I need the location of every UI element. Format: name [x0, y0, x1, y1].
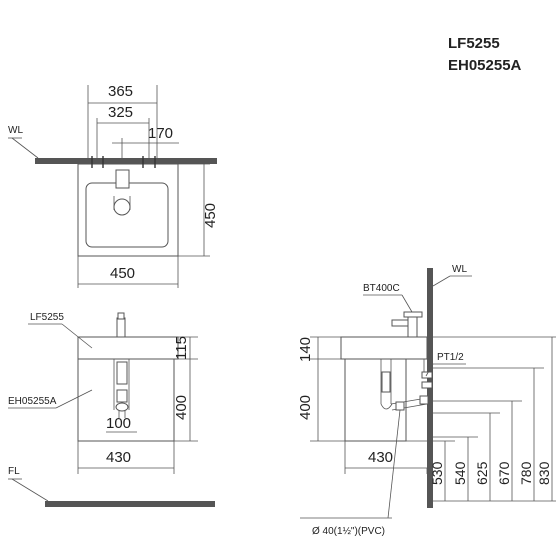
floor-bar — [45, 501, 215, 507]
faucet-top-body — [115, 169, 130, 189]
height-dims — [406, 336, 556, 502]
dim-430-side: 430 — [368, 449, 393, 466]
front-view: FL LF5255 EH05255A 115 400 100 430 — [8, 312, 215, 507]
faucet-side — [391, 311, 423, 338]
basin-front-outline — [77, 336, 179, 360]
dim-140: 140 — [297, 337, 314, 362]
height-label: 670 — [496, 461, 512, 485]
drain-note: Ø 40(1½")(PVC) — [312, 526, 385, 537]
dim-400-front: 400 — [173, 395, 190, 420]
basin-side-outline — [340, 336, 428, 360]
cabinet-tag: EH05255A — [8, 396, 57, 407]
dim-325: 325 — [108, 104, 133, 121]
fl-leader — [11, 478, 49, 502]
basin-tag: LF5255 — [30, 312, 64, 323]
side-view: WL BT400C PT1/2 — [297, 264, 556, 537]
faucet-tag: BT400C — [363, 283, 400, 294]
pt-tag: PT1/2 — [437, 352, 464, 363]
dim-115: 115 — [173, 336, 190, 360]
wl-side-leader — [432, 275, 451, 287]
wl-top-leader — [11, 137, 39, 159]
basin-bowl-outline — [85, 182, 169, 248]
height-label: 540 — [452, 461, 468, 485]
cabinet-side-outline — [344, 358, 407, 442]
dim-170: 170 — [148, 125, 173, 142]
top-wall-bar — [35, 158, 217, 164]
front-trap — [113, 359, 130, 418]
wl-side-label: WL — [452, 264, 467, 275]
drain-circle — [113, 198, 131, 216]
cabinet-model-title: EH05255A — [448, 57, 522, 74]
wl-top-label: WL — [8, 125, 23, 136]
dim-450-depth: 450 — [202, 203, 219, 228]
height-label: 780 — [518, 461, 534, 485]
wall-bolts — [91, 156, 156, 168]
top-view: WL 365 325 170 450 — [8, 83, 219, 288]
side-trap — [380, 359, 429, 411]
basin-model-title: LF5255 — [448, 35, 500, 52]
drain-leader — [387, 409, 401, 519]
height-label: 530 — [429, 461, 445, 485]
faucet-front-body — [116, 317, 126, 338]
height-label: 830 — [536, 461, 552, 485]
dim-400-side: 400 — [297, 395, 314, 420]
dim-365: 365 — [108, 83, 133, 100]
height-labels: 530 540 625 670 780 830 — [429, 461, 552, 485]
dim-430-front: 430 — [106, 449, 131, 466]
fl-label: FL — [8, 466, 20, 477]
dim-100: 100 — [106, 415, 131, 432]
dim-450-width: 450 — [110, 265, 135, 282]
height-label: 625 — [474, 461, 490, 485]
